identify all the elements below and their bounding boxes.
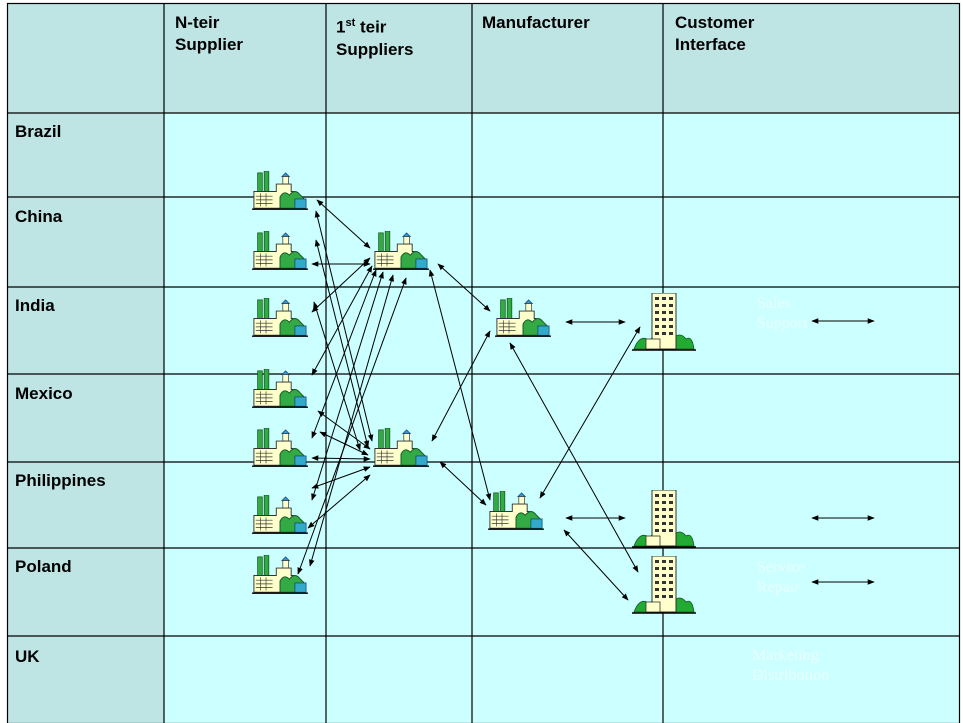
sales-label: Sales (757, 295, 791, 312)
header-customer-line2: Interface (675, 35, 746, 54)
bidirectional-arrow (311, 269, 377, 439)
header-1st-tier-label: 1st teir Suppliers (336, 12, 413, 61)
bidirectional-arrow (314, 239, 370, 448)
sales-support-label: Sales Support (757, 294, 808, 334)
factory-icon (252, 171, 308, 210)
header-customer-line1: Customer (675, 13, 755, 32)
bidirectional-arrow (319, 431, 369, 456)
header-1st-tier-line2: Suppliers (336, 39, 414, 59)
row-header-column (7, 113, 164, 723)
bidirectional-arrow (309, 274, 394, 567)
bidirectional-arrow (539, 326, 641, 499)
header-1st-tier-number: 1 (336, 17, 346, 37)
factory-icon (252, 428, 308, 467)
factory-icon (495, 298, 551, 337)
office-building-icon (632, 490, 696, 548)
header-1st-tier-line1: 1st teir (336, 12, 413, 39)
factory-icon (252, 495, 308, 534)
header-n-tier-line1: N-teir (175, 13, 220, 32)
support-label: Support (757, 315, 808, 332)
bidirectional-arrow (297, 277, 407, 575)
factory-icon (252, 369, 308, 408)
factory-icon (488, 491, 544, 530)
row-label-uk: UK (15, 647, 40, 666)
factory-icon (373, 428, 429, 467)
factory-icon (252, 231, 308, 270)
office-building-icon (632, 556, 696, 614)
column-header-customer-interface (663, 3, 960, 113)
marketing-label: Marketing (752, 647, 819, 664)
bidirectional-arrow (563, 529, 629, 601)
bidirectional-arrow (311, 466, 371, 489)
header-1st-tier-suffix: st (345, 17, 356, 29)
header-customer-interface-label: Customer Interface (675, 12, 754, 56)
column-header-n-tier (164, 3, 326, 113)
bidirectional-arrow (307, 474, 371, 529)
service-repair-label: Service Repair (757, 558, 805, 598)
service-label: Service (757, 559, 805, 576)
bidirectional-arrow (437, 263, 491, 312)
marketing-distribution-label: Marketing Distribution (752, 646, 829, 686)
bidirectional-arrow (311, 455, 371, 462)
row-label-mexico: Mexico (15, 384, 73, 403)
column-header-manufacturer (472, 3, 663, 113)
header-manufacturer-label: Manufacturer (482, 12, 590, 34)
bidirectional-arrow (439, 461, 487, 506)
header-manufacturer-line1: Manufacturer (482, 13, 590, 32)
factory-icon (252, 555, 308, 594)
row-label-china: China (15, 207, 63, 226)
row-label-india: India (15, 296, 55, 315)
header-1st-tier-word: teir (355, 17, 387, 37)
row-label-poland: Poland (15, 557, 72, 576)
bidirectional-arrow (431, 330, 491, 442)
factory-icon (252, 298, 308, 337)
office-building-icon (632, 293, 696, 351)
repair-label: Repair (757, 579, 800, 596)
corner-cell (7, 3, 164, 113)
bidirectional-arrow (428, 269, 492, 501)
column-header-1st-tier (326, 3, 472, 113)
header-n-tier-line2: Supplier (175, 35, 244, 54)
header-n-tier-label: N-teir Supplier (175, 12, 243, 56)
row-label-philippines: Philippines (15, 471, 106, 490)
bidirectional-arrow (311, 271, 384, 501)
factory-icon (373, 231, 429, 270)
bidirectional-arrow (316, 199, 371, 249)
distribution-label: Distribution (752, 667, 830, 684)
row-label-brazil: Brazil (15, 122, 62, 141)
bidirectional-arrow (509, 342, 639, 573)
